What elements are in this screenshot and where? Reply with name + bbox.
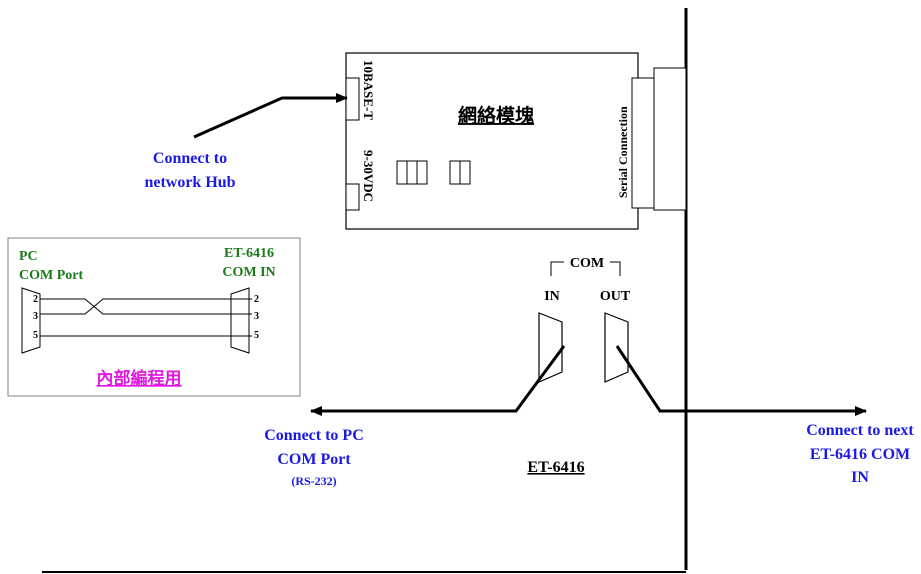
pc-connection-label-line2: COM Port — [277, 451, 351, 468]
inset-left-connector — [21, 287, 41, 354]
internal-programming-inset: PC COM Port ET-6416 COM IN 2 3 5 2 3 5 內… — [7, 237, 301, 397]
inset-pin-right-5: 5 — [254, 330, 259, 341]
serial-connector — [631, 77, 655, 209]
network-hub-label-line2: network Hub — [144, 174, 235, 191]
rj45-port-notch — [345, 77, 360, 121]
pc-connection-arrow — [310, 345, 566, 416]
serial-connection-label: Serial Connection — [616, 106, 630, 198]
network-module: 網絡模塊 10BASE-T 9-30VDC Serial Connection — [345, 52, 687, 230]
module-title: 網絡模塊 — [458, 104, 534, 127]
network-hub-label-line1: Connect to — [153, 150, 227, 167]
next-device-arrow — [615, 345, 867, 416]
pc-connection-label-line1: Connect to PC — [264, 427, 364, 444]
com-in-label: IN — [544, 289, 560, 304]
inset-pin-right-3: 3 — [254, 311, 259, 322]
inset-com-port-label: COM Port — [19, 268, 83, 283]
inset-wire-rx — [40, 298, 252, 315]
module-body — [345, 52, 639, 230]
power-port-notch — [345, 183, 360, 211]
inset-pin-right-2: 2 — [254, 294, 259, 305]
next-connection-label-line1: Connect to next — [806, 422, 914, 439]
com-bracket — [550, 261, 621, 276]
device-label: ET-6416 — [527, 459, 584, 476]
jumper-block-left — [396, 160, 428, 185]
com-header-label: COM — [570, 256, 604, 271]
inset-et6416-label: ET-6416 — [224, 246, 274, 261]
inset-pin-left-3: 3 — [33, 311, 38, 322]
port-label-10base-t: 10BASE-T — [361, 60, 376, 120]
power-label: 9-30VDC — [361, 150, 376, 202]
next-connection-label-line2: ET-6416 COM — [810, 446, 910, 463]
inset-right-connector — [230, 287, 250, 354]
inset-pc-label: PC — [19, 249, 38, 264]
serial-connector-shell — [653, 67, 687, 211]
inset-com-in-label: COM IN — [222, 265, 275, 280]
inset-caption: 內部編程用 — [97, 368, 182, 388]
com-out-label: OUT — [600, 289, 631, 304]
pc-connection-label-line3: (RS-232) — [291, 474, 336, 488]
inset-frame — [7, 237, 301, 397]
network-hub-arrow — [193, 93, 348, 139]
inset-pin-left-5: 5 — [33, 330, 38, 341]
next-connection-label-line3: IN — [851, 469, 869, 486]
com-in-connector — [538, 312, 563, 383]
inset-pin-left-2: 2 — [33, 294, 38, 305]
